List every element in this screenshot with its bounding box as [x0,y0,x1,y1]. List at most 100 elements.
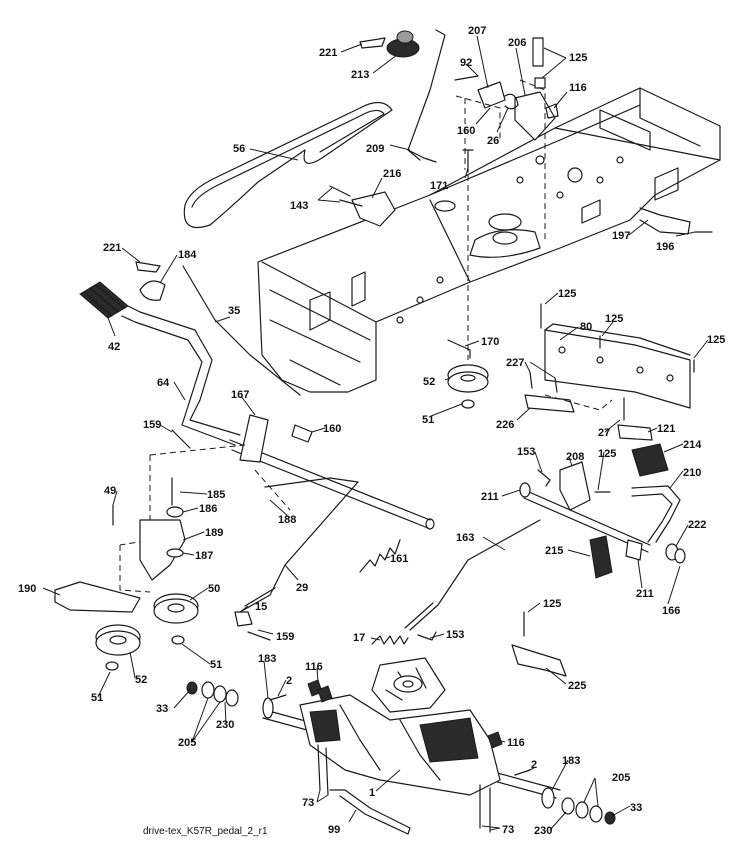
callout-143: 143 [290,200,308,212]
callout-33-a: 33 [156,703,168,715]
callout-42: 42 [108,341,120,353]
clip-153-lower [417,631,437,641]
callout-211-b: 211 [636,588,654,600]
callout-215: 215 [545,545,563,557]
callout-27: 27 [598,427,610,439]
callout-216: 216 [383,168,401,180]
washer-205-right-a [575,801,589,819]
pin-159-lower [247,631,271,641]
drive-belt [183,101,393,229]
callout-26: 26 [487,135,499,147]
callout-1: 1 [369,787,375,799]
callout-125-b: 125 [558,288,576,300]
callout-15: 15 [255,601,267,613]
callout-73-b: 73 [502,824,514,836]
callout-125-e: 125 [598,448,616,460]
chassis-frame [257,87,721,393]
callout-125-f: 125 [543,598,561,610]
callout-116-c: 116 [507,737,525,749]
lift-lever-64 [127,305,241,436]
callout-209: 209 [366,143,384,155]
bushing-211-right [625,539,643,561]
washer-205-right-b [589,805,603,823]
link-rod-upper [264,477,359,488]
callout-227: 227 [506,357,524,369]
callout-208: 208 [566,451,584,463]
callout-221-b: 221 [103,242,121,254]
bracket-197 [639,207,691,235]
rod-99 [329,789,411,835]
callout-210: 210 [683,467,701,479]
clip-26 [501,93,519,110]
callout-125-a: 125 [569,52,587,64]
callout-49: 49 [104,485,116,497]
spacer-187 [166,548,184,558]
washer-166 [674,548,686,564]
bearing-183-right [541,787,555,809]
clip-221-mid [135,261,161,273]
callouts: 221 213 207 92 206 125 116 160 26 56 209… [18,25,725,837]
callout-153-b: 153 [446,629,464,641]
callout-207: 207 [468,25,486,37]
callout-230-b: 230 [534,825,552,837]
pedal-pad-214 [631,443,669,477]
callout-213: 213 [351,69,369,81]
link-167 [239,414,269,463]
clip-221-top [359,37,386,49]
callout-153-a: 153 [517,446,535,458]
callout-80: 80 [580,321,592,333]
callout-167: 167 [231,389,249,401]
callout-211-a: 211 [481,491,499,503]
knob-184 [139,280,166,301]
callout-184: 184 [178,249,197,261]
bracket-216 [351,191,396,227]
knob-213-top [396,30,414,44]
cross-shaft-end [425,518,435,530]
callout-190: 190 [18,583,36,595]
link-rod-29 [239,481,359,613]
washer-51-left-b [105,661,119,671]
pulley-52-left [95,624,141,656]
washer-205-left-b [213,685,227,703]
nut-125-top [534,77,546,89]
callout-35: 35 [228,305,240,317]
callout-99: 99 [328,824,340,836]
bracket-121 [617,424,653,441]
callout-125-c: 125 [605,313,623,325]
callout-116-b: 116 [305,661,323,673]
washer-205-left-a [201,681,215,699]
pedal-cover-215 [589,535,613,579]
callout-160-a: 160 [457,125,475,137]
callout-187: 187 [195,550,213,562]
nut-116-top [545,103,559,119]
callout-73-a: 73 [302,797,314,809]
bolt-125-top [532,37,544,67]
bolts-73-right [479,784,491,833]
callout-206: 206 [508,37,526,49]
bolts-143 [329,185,363,207]
key-2-left [269,694,287,701]
nut-33-right [604,811,616,825]
callout-186: 186 [199,503,217,515]
plate-226 [524,394,575,413]
callout-33-b: 33 [630,802,642,814]
callout-125-d: 125 [707,334,725,346]
callout-183-b: 183 [562,755,580,767]
callout-226: 226 [496,419,514,431]
dashed-guide-top [455,79,546,240]
clip-153-upper [537,469,551,487]
callout-222: 222 [688,519,706,531]
pin-92 [454,75,479,81]
shift-rod [407,29,446,163]
callout-166: 166 [662,605,680,617]
shield-190 [54,581,141,613]
clip-15 [234,611,253,627]
bushing-211-left [519,482,531,498]
callout-214: 214 [683,439,702,451]
pulley-50 [153,593,199,624]
callout-51-c: 51 [91,692,103,704]
screws-227 [529,371,558,393]
callout-51-b: 51 [210,659,222,671]
bearing-183-left [262,697,274,719]
